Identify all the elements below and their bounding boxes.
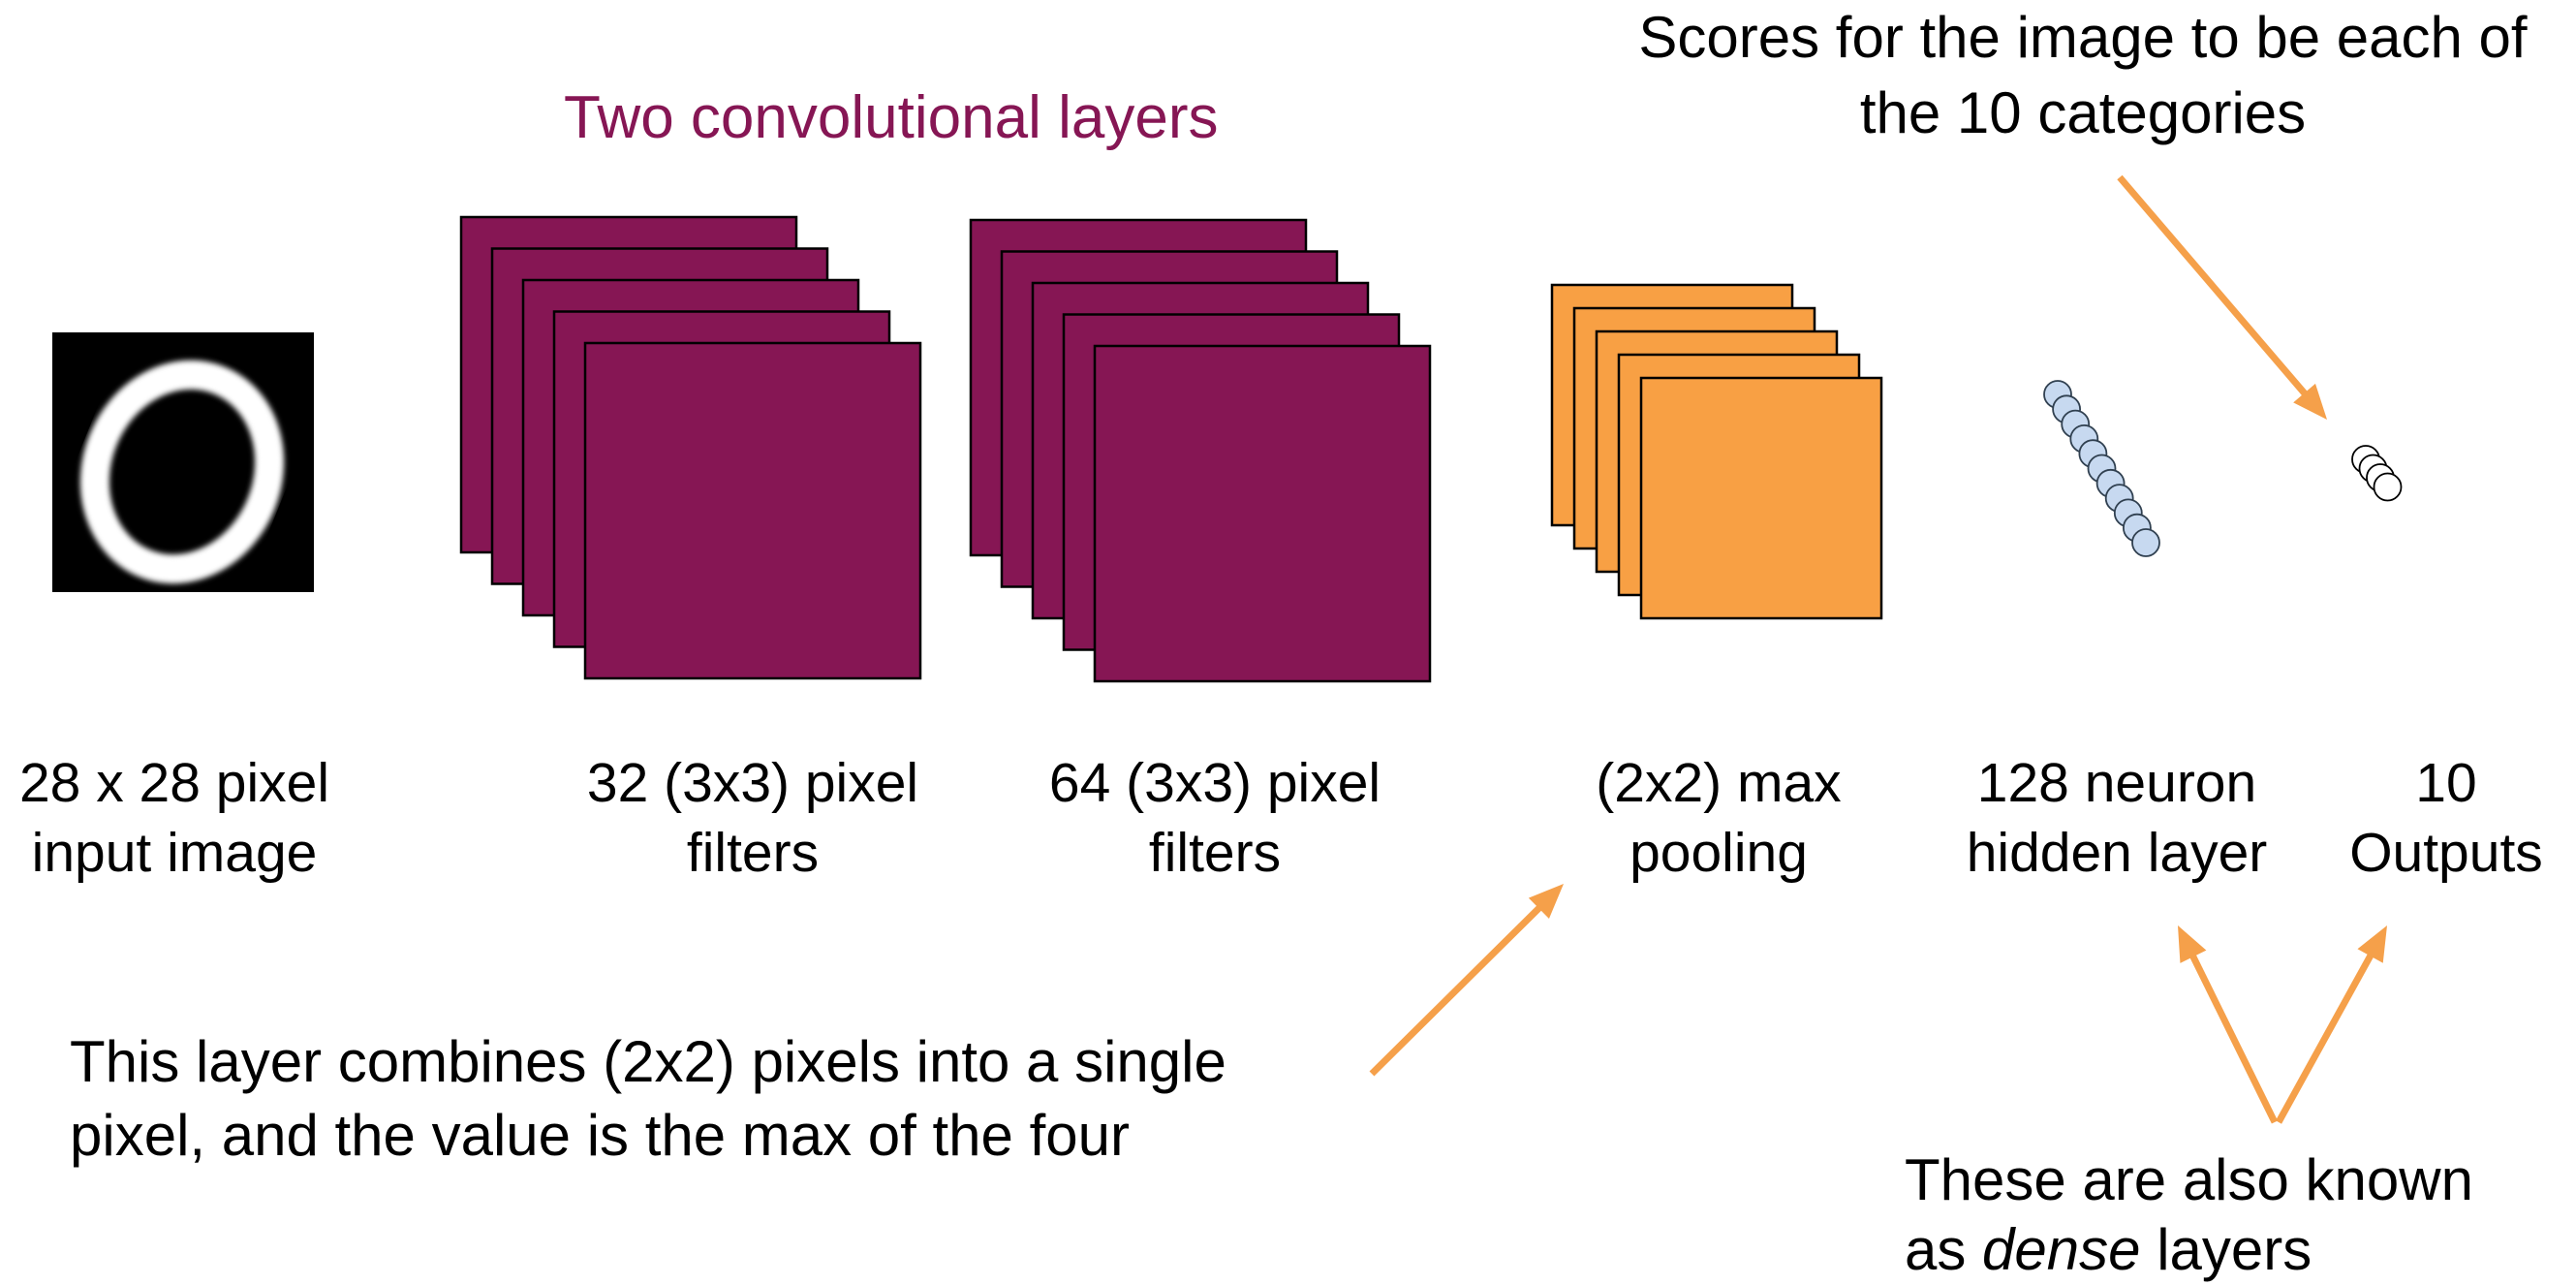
dense-arrow-output-head: [2357, 925, 2387, 963]
dense-arrow-hidden-head: [2178, 925, 2207, 963]
conv2-label: 64 (3x3) pixel filters: [1021, 748, 1409, 888]
input-label-line1: 28 x 28 pixel: [18, 752, 330, 814]
hidden-label-line1: 128 neuron: [1976, 752, 2257, 814]
output-label-line1: 10: [2415, 752, 2477, 814]
pool-arrow-head: [1528, 884, 1564, 919]
output-label-line2: Outputs: [2349, 822, 2543, 884]
output-label: 10 Outputs: [2325, 748, 2567, 888]
scores-arrow: [2117, 174, 2310, 398]
input-image: [52, 332, 314, 592]
scores-arrow-head: [2293, 383, 2327, 420]
pool-label-line1: (2x2) max: [1596, 752, 1842, 814]
hidden-neuron: [2131, 528, 2160, 557]
pool-label-line2: pooling: [1629, 822, 1808, 884]
conv-layers-title: Two convolutional layers: [564, 83, 1218, 152]
dense-note-suffix: layers: [2140, 1217, 2312, 1282]
dense-note-line1: These are also known: [1905, 1147, 2473, 1212]
conv1-label-line1: 32 (3x3) pixel: [586, 752, 919, 814]
hidden-label-line2: hidden layer: [1966, 822, 2268, 884]
output-neurons: [2351, 445, 2403, 502]
dense-note: These are also known as dense layers: [1905, 1145, 2473, 1285]
dense-note-line2: as dense layers: [1905, 1215, 2473, 1285]
hidden-label: 128 neuron hidden layer: [1947, 748, 2286, 888]
annotation-arrows: [1369, 174, 2387, 1124]
conv2-label-line2: filters: [1148, 822, 1282, 884]
pool-note-line2: pixel, and the value is the max of the f…: [70, 1103, 1130, 1168]
output-neuron: [2373, 472, 2403, 502]
conv2-filter-stack: [969, 218, 1432, 683]
input-label: 28 x 28 pixel input image: [0, 748, 349, 888]
conv2-filter-5: [1093, 344, 1432, 683]
pool-note-line1: This layer combines (2x2) pixels into a …: [70, 1029, 1226, 1094]
pool-note: This layer combines (2x2) pixels into a …: [70, 1025, 1226, 1173]
conv1-filter-stack: [459, 215, 922, 680]
conv1-label: 32 (3x3) pixel filters: [559, 748, 947, 888]
scores-note-line2: the 10 categories: [1859, 80, 2307, 145]
scores-note-line1: Scores for the image to be each of: [1638, 5, 2528, 70]
input-label-line2: input image: [31, 822, 318, 884]
pool-label: (2x2) max pooling: [1564, 748, 1874, 888]
dense-note-prefix: as: [1905, 1217, 1983, 1282]
dense-note-emphasis: dense: [1982, 1217, 2141, 1282]
conv1-filter-5: [583, 341, 922, 680]
scores-note: Scores for the image to be each of the 1…: [1608, 0, 2558, 151]
conv2-label-line1: 64 (3x3) pixel: [1048, 752, 1381, 814]
dense-arrow-hidden: [2188, 952, 2279, 1124]
pool-arrow: [1369, 903, 1544, 1077]
pooling-map-5: [1639, 376, 1883, 620]
conv1-label-line2: filters: [686, 822, 820, 884]
dense-arrow-output: [2275, 951, 2375, 1124]
conv-layers-title-text: Two convolutional layers: [564, 84, 1219, 151]
zero-glyph: [79, 360, 285, 584]
hidden-layer-neurons: [2043, 380, 2160, 557]
pooling-stack: [1550, 283, 1883, 620]
